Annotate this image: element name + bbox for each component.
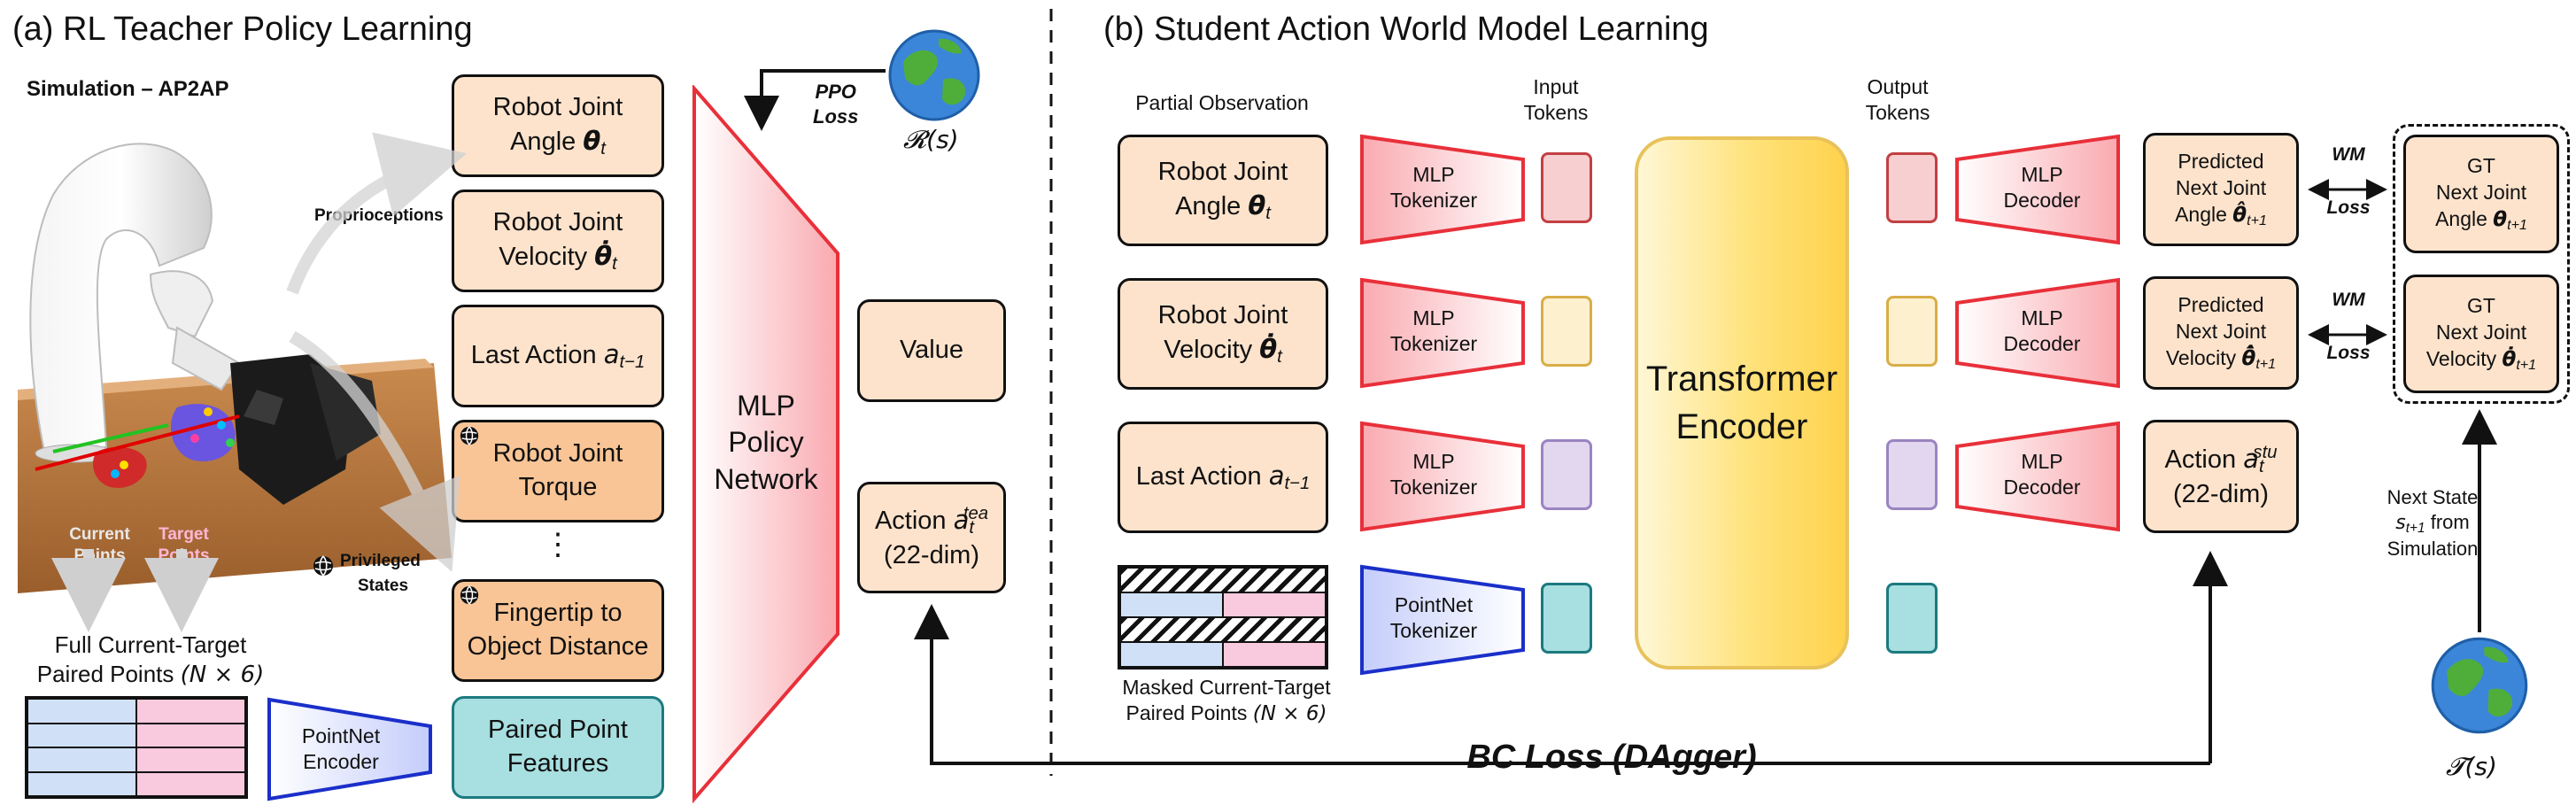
masked-points-label: Masked Current-Target Paired Points (N ×… <box>1122 676 1331 725</box>
output-token-angle <box>1886 152 1938 223</box>
privileged-globe-icon <box>312 554 335 582</box>
teacher-value-output: Value <box>857 299 1006 402</box>
tokenizer-action-shape <box>1360 421 1525 532</box>
tokenizer-pointnet-shape <box>1360 564 1525 676</box>
ground-truth-group <box>2393 124 2570 404</box>
reward-label: 𝓡(s) <box>903 125 959 154</box>
output-token-velocity <box>1886 296 1938 367</box>
fingertip-privileged-icon <box>459 584 480 610</box>
decoder-velocity-shape <box>1955 277 2120 389</box>
decoder-angle-shape <box>1955 134 2120 245</box>
simulation-label: Simulation – AP2AP <box>27 77 229 101</box>
teacher-input-last-action: Last Action at−1 <box>452 305 664 407</box>
input-token-velocity <box>1541 296 1592 367</box>
reward-globe-icon <box>886 27 983 128</box>
student-action-output: Action atstu (22-dim) <box>2143 420 2299 533</box>
pointnet-encoder-shape <box>267 697 432 801</box>
bc-loss-arrow-left <box>914 604 2210 765</box>
transition-label: 𝓣(s) <box>2446 752 2497 781</box>
next-state-label: Next State st+1 from Simulation <box>2386 486 2479 560</box>
privileged-arrow <box>289 330 460 572</box>
tokenizer-velocity-shape <box>1360 277 1525 389</box>
full-points-grid <box>25 696 248 799</box>
input-token-angle <box>1541 152 1592 223</box>
bc-loss-label: BC Loss (DAgger) <box>1466 739 1757 776</box>
output-token-action <box>1886 439 1938 510</box>
transition-globe-icon <box>2428 634 2531 741</box>
decoder-action-shape <box>1955 421 2120 532</box>
torque-privileged-icon <box>459 425 480 451</box>
panel-divider <box>1049 9 1053 776</box>
student-input-joint-velocity: Robot Joint Velocity θ̇t <box>1118 278 1328 390</box>
masked-points-grid <box>1118 565 1328 670</box>
teacher-action-output: Action attea (22-dim) <box>857 482 1006 593</box>
ellipsis-dots: ⋮ <box>543 528 573 561</box>
teacher-input-joint-angle: Robot Joint Angle θt <box>452 74 664 177</box>
proprio-arrow <box>286 132 468 295</box>
panel-b-title: (b) Student Action World Model Learning <box>1103 11 1709 48</box>
decoder-shapes <box>1955 134 2120 532</box>
student-input-last-action: Last Action at−1 <box>1118 422 1328 533</box>
panel-a-title: (a) RL Teacher Policy Learning <box>12 11 473 48</box>
policy-network-shape <box>692 85 839 804</box>
ppo-loss-arrow <box>744 69 886 131</box>
student-input-joint-angle: Robot Joint Angle θt <box>1118 135 1328 246</box>
tokenizer-shapes <box>1360 134 1525 676</box>
input-token-pointnet <box>1541 583 1592 654</box>
privileged-label-2: States <box>358 577 409 595</box>
teacher-input-joint-velocity: Robot Joint Velocity θ̇t <box>452 190 664 292</box>
full-points-label: Full Current-Target Paired Points (N × 6… <box>36 631 265 688</box>
tokenizer-angle-shape <box>1360 134 1525 245</box>
output-token-pointnet <box>1886 583 1938 654</box>
partial-observation-label: Partial Observation <box>1135 91 1309 114</box>
input-token-action <box>1541 439 1592 510</box>
